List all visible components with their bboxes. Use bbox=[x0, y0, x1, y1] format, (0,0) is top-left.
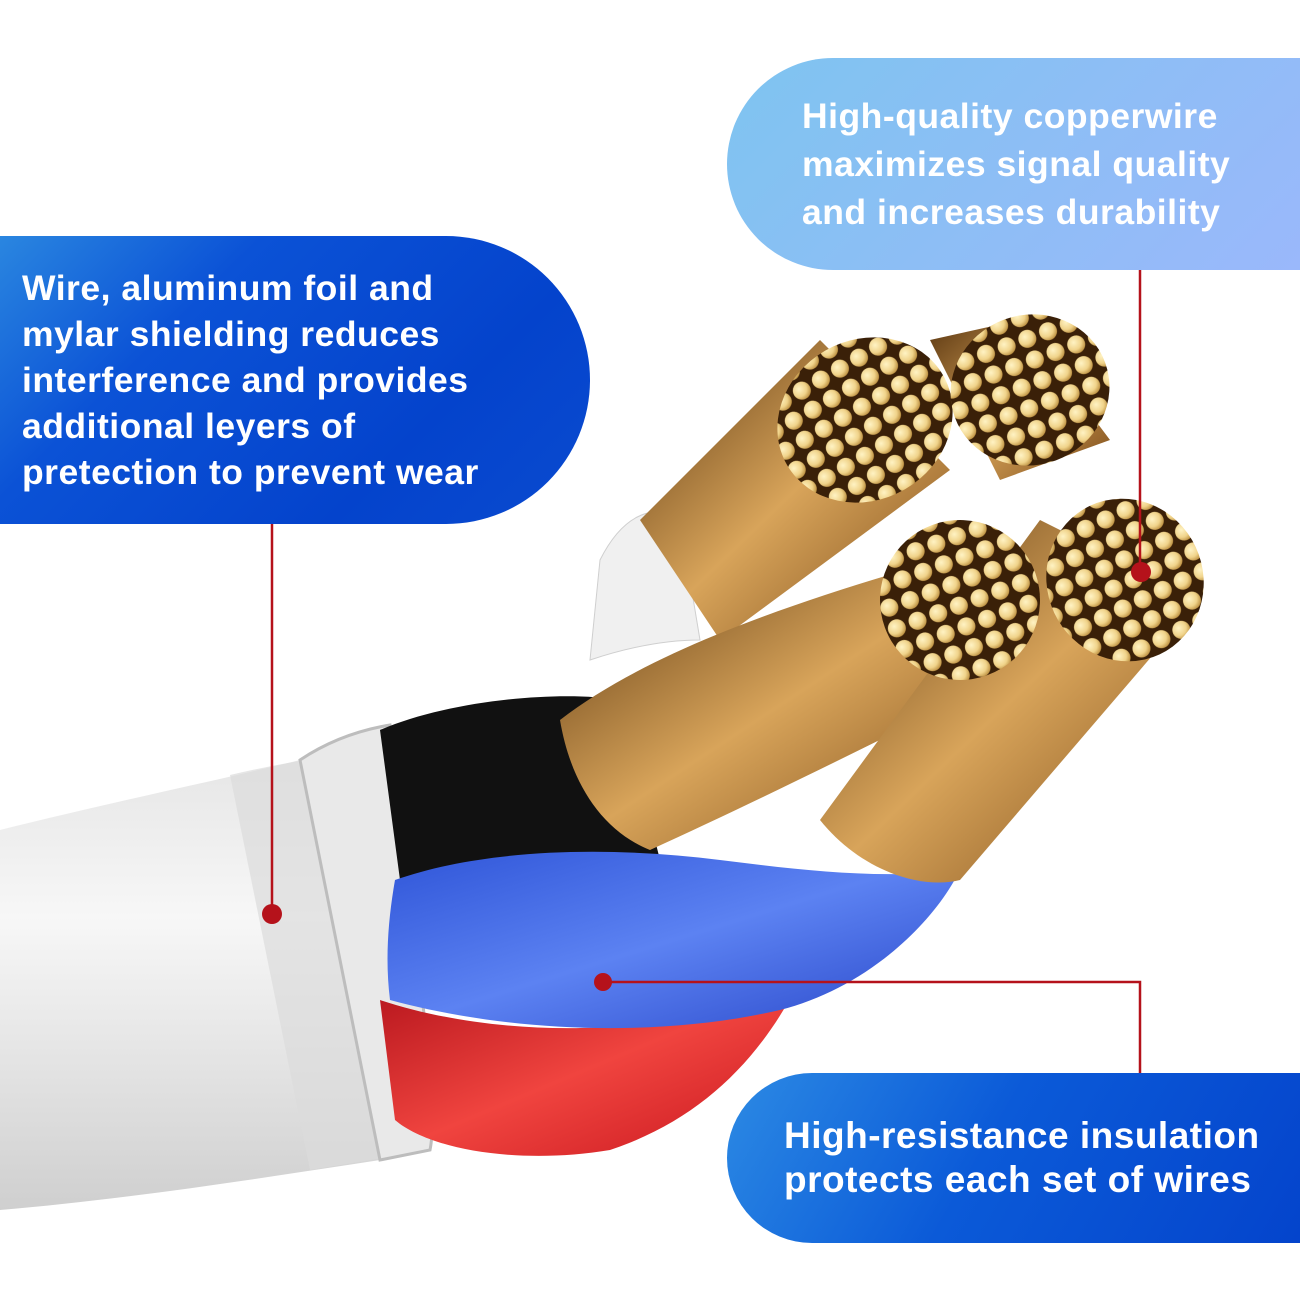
copper-callout: High-quality copperwire maximizes signal… bbox=[727, 58, 1300, 270]
callout-text-line: and increases durability bbox=[802, 192, 1221, 232]
insulation-callout: High-resistance insulation protects each… bbox=[727, 1073, 1300, 1243]
leader-lines bbox=[270, 270, 1142, 1085]
strand-end-1 bbox=[777, 337, 953, 503]
callout-text-line: High-resistance insulation bbox=[784, 1115, 1260, 1156]
callout-text-line: additional leyers of bbox=[22, 406, 356, 446]
callout-text-line: pretection to prevent wear bbox=[22, 452, 479, 492]
insulation-marker-dot bbox=[594, 973, 612, 991]
blue-insulation bbox=[387, 851, 961, 1029]
red-insulation bbox=[380, 980, 800, 1156]
shielding-marker-dot bbox=[262, 904, 282, 924]
callout-text-line: maximizes signal quality bbox=[802, 144, 1231, 184]
strand-end-2 bbox=[950, 314, 1110, 466]
callout-text-line: High-quality copperwire bbox=[802, 96, 1218, 136]
callout-text-line: mylar shielding reduces bbox=[22, 314, 440, 354]
callout-text-line: Wire, aluminum foil and bbox=[22, 268, 434, 308]
strand-end-3 bbox=[880, 520, 1040, 680]
shielding-callout: Wire, aluminum foil and mylar shielding … bbox=[0, 236, 590, 524]
callout-text-line: interference and provides bbox=[22, 360, 469, 400]
strand-end-4 bbox=[1046, 498, 1204, 662]
callout-text-line: protects each set of wires bbox=[784, 1159, 1252, 1200]
copper-marker-dot bbox=[1131, 562, 1151, 582]
